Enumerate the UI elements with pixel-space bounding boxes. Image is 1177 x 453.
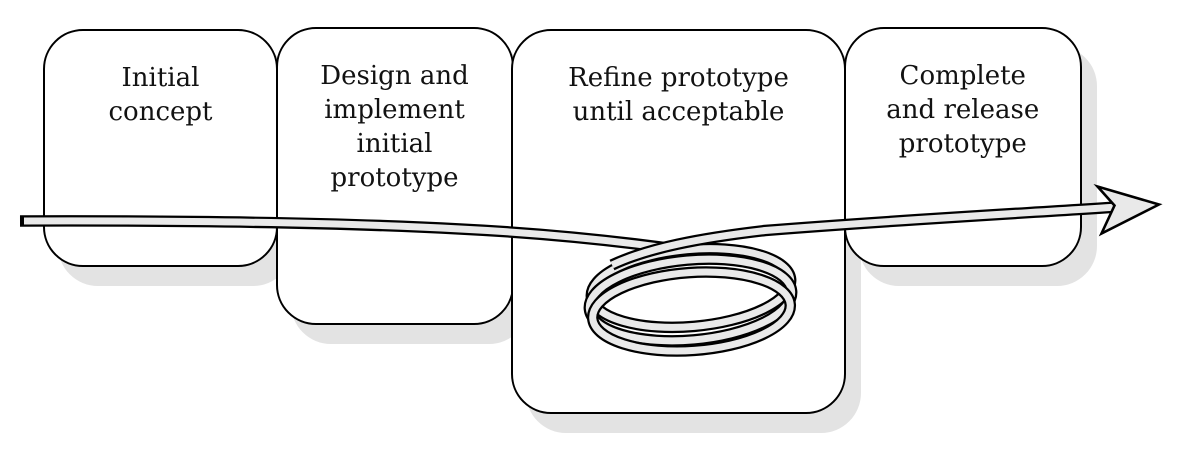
stage-label: Complete and release prototype — [886, 61, 1040, 159]
arrowhead-icon — [1093, 183, 1163, 237]
stage-label: Refine prototype until acceptable — [568, 63, 789, 127]
stage-box-design-implement-prototype: Design and implement initial prototype — [275, 27, 514, 325]
stage-box-initial-concept: Initial concept — [43, 29, 278, 267]
stage-box-refine-prototype: Refine prototype until acceptable — [511, 29, 846, 414]
stage-box-complete-release: Complete and release prototype — [843, 27, 1082, 267]
stage-label: Design and implement initial prototype — [320, 61, 469, 193]
stage-label: Initial concept — [108, 63, 213, 127]
